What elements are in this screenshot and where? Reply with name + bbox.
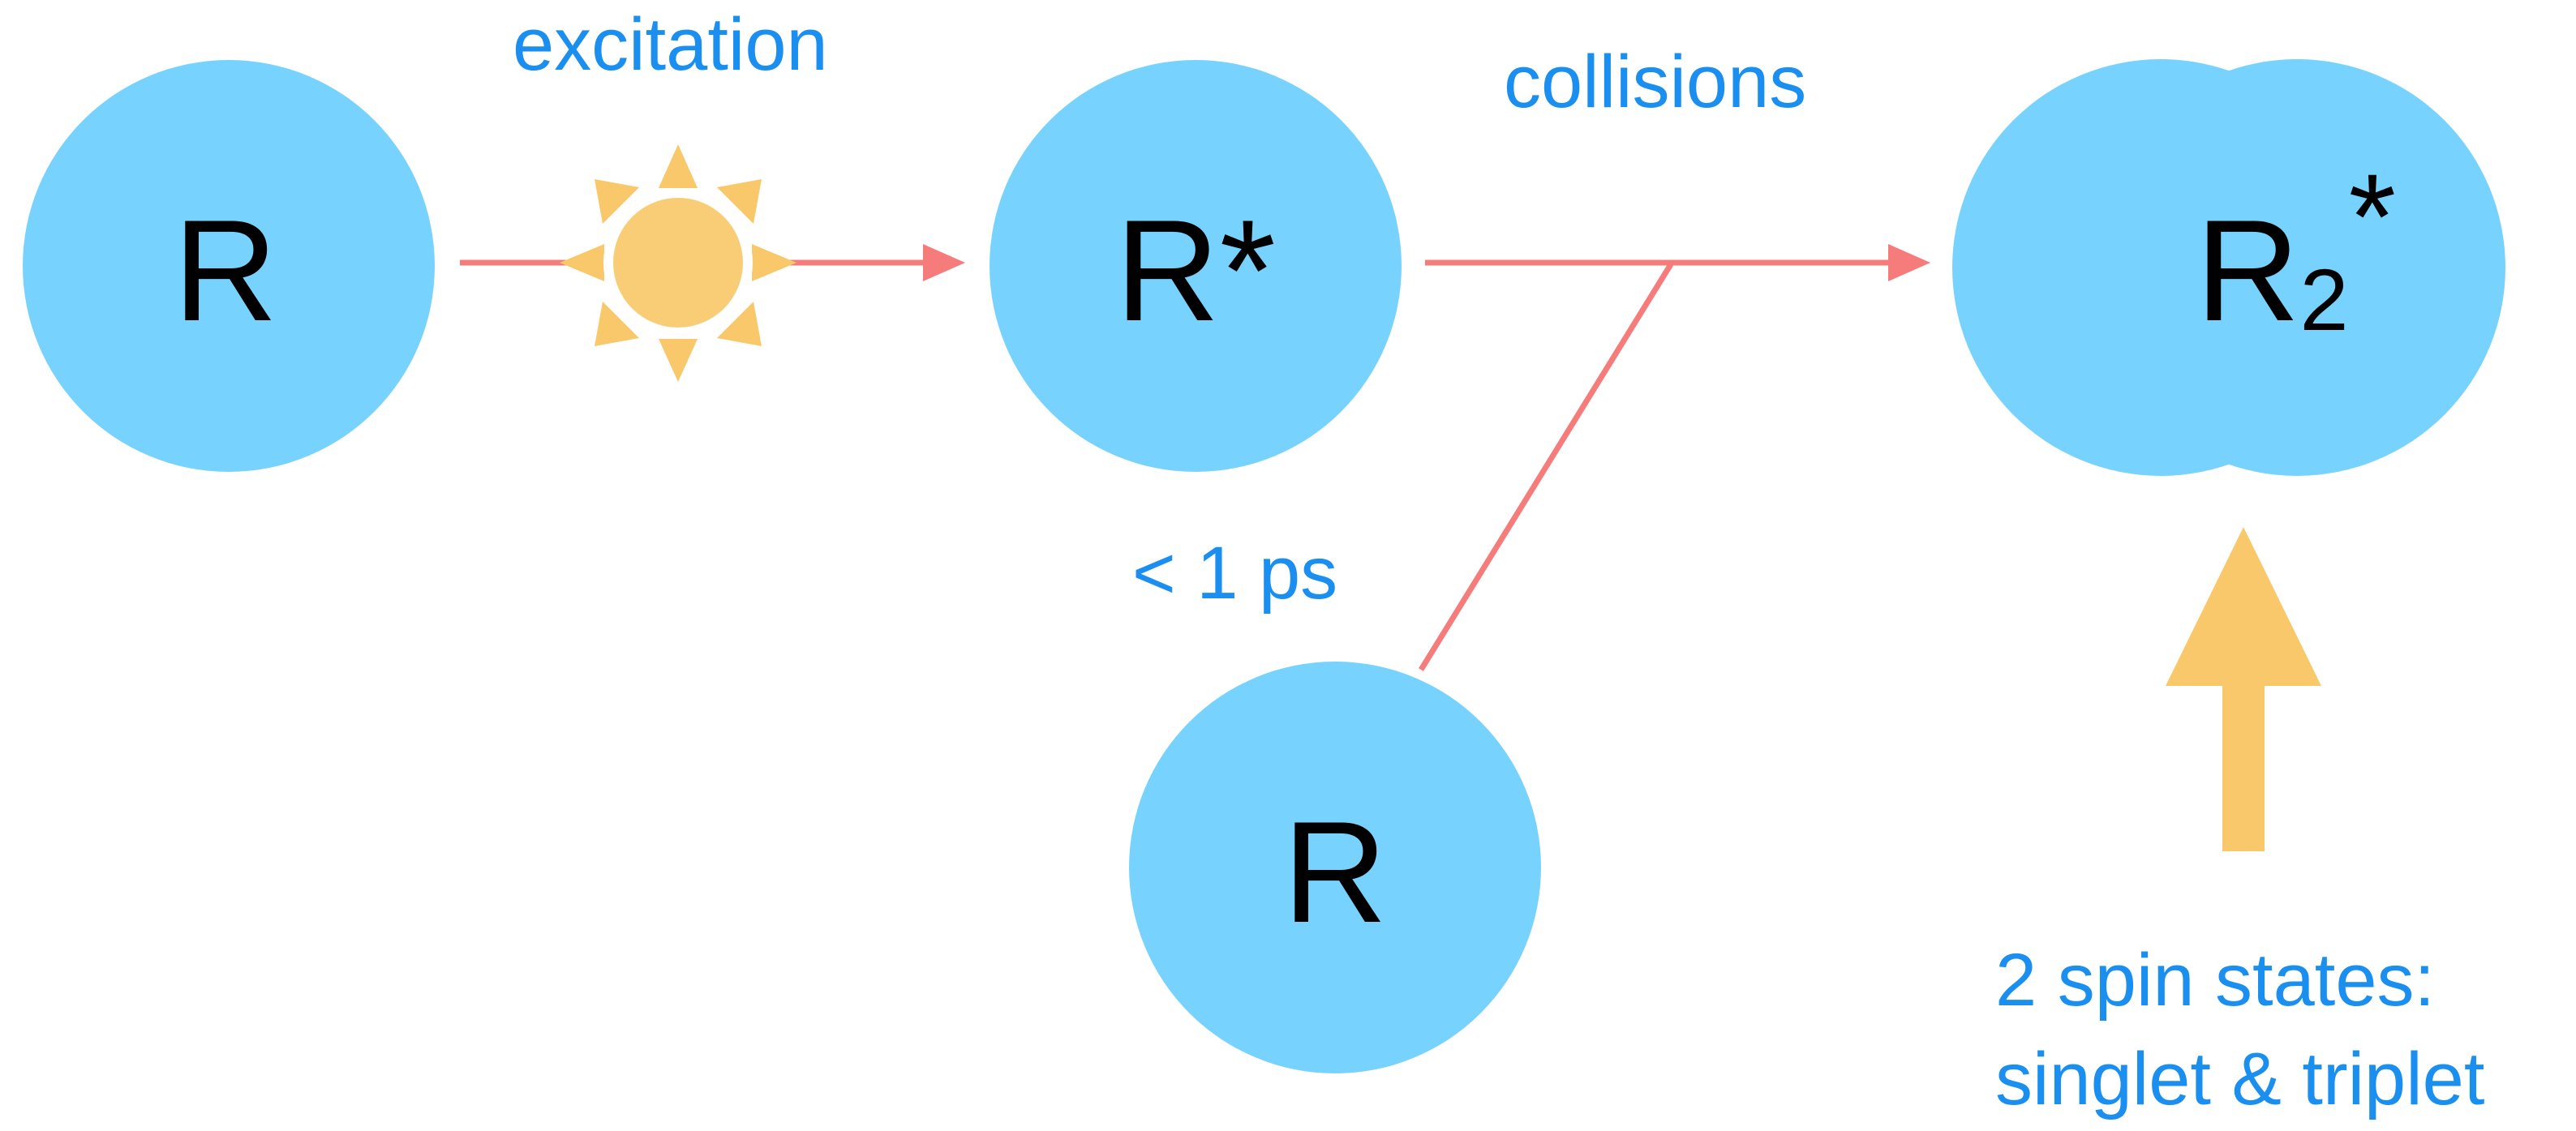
time-label: < 1 ps (1132, 532, 1337, 615)
node-r2-excimer: R2* (1952, 59, 2505, 476)
collision-arrowhead (1888, 244, 1930, 281)
excitation-label: excitation (513, 3, 828, 86)
collisions-label: collisions (1504, 41, 1806, 123)
node-label: R (1283, 791, 1388, 953)
node-label-base: R (2196, 190, 2300, 351)
node-r-excited: R* (990, 60, 1402, 472)
node-label-subscript: 2 (2300, 251, 2349, 349)
node-r-ground-left: R (23, 60, 435, 472)
node-label: R2* (2196, 148, 2396, 351)
node-label-superscript: * (2349, 148, 2396, 285)
spin-states-label: 2 spin states: (1995, 939, 2435, 1022)
node-r-ground-bottom: R (1129, 662, 1541, 1073)
up-arrow-icon (2166, 527, 2321, 851)
node-label: R (174, 190, 278, 351)
spin-types-label: singlet & triplet (1995, 1038, 2484, 1120)
collision-partner-line (1419, 263, 1673, 671)
node-label: R* (1115, 190, 1276, 351)
sun-icon (560, 144, 796, 382)
excitation-arrowhead (923, 244, 965, 281)
